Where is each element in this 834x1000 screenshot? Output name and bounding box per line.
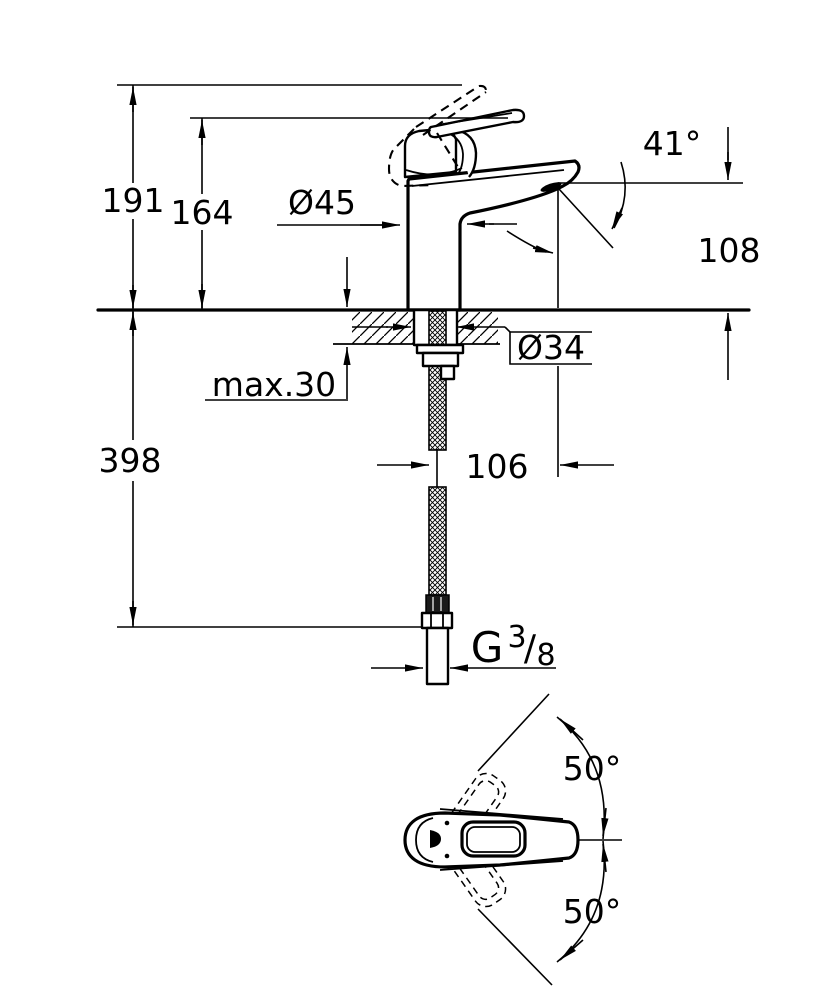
detail-dot-top	[444, 820, 450, 826]
dim-thread-label: G 3 / 8	[471, 620, 556, 673]
dim-spout-projection-label: 106	[466, 447, 529, 486]
thread-numerator: 3	[507, 620, 526, 655]
hose-fitting	[439, 364, 456, 381]
connector-tube	[425, 626, 450, 686]
logo-notch	[430, 830, 441, 848]
hose-collar	[425, 594, 450, 614]
dim-hose-length-label: 398	[99, 441, 162, 480]
thread-slash: /	[524, 628, 537, 669]
braided-hose-upper	[428, 310, 447, 451]
lever-raised-dashed	[387, 84, 488, 188]
dim-body-diameter-label: Ø45	[288, 183, 356, 222]
thread-letter: G	[471, 623, 504, 672]
mounting-nut	[421, 351, 460, 368]
dim-deck-thickness-label: max.30	[212, 365, 336, 404]
dim-swivel-upper-label: 50°	[563, 749, 622, 788]
faucet-body-outline	[406, 159, 581, 312]
dim-aerator-angle-label: 41°	[643, 124, 702, 163]
dimensions-side-view: 191 164 398 Ø45 41° 108	[99, 84, 761, 673]
side-view-figure	[387, 84, 581, 312]
dim-hole-diameter-label: Ø34	[517, 328, 585, 367]
connector-hex-nut	[420, 611, 454, 630]
supply-hose	[412, 308, 465, 686]
braided-hose-lower	[428, 486, 447, 596]
deck-hatch-right	[457, 312, 498, 344]
top-view-figure	[403, 772, 580, 908]
dim-total-height-label: 191	[102, 181, 165, 220]
detail-dot-bottom	[444, 853, 450, 859]
dimensions-top-view: 50° 50°	[477, 693, 622, 986]
dim-lever-height-label: 164	[171, 193, 234, 232]
deck-hatch-left	[352, 312, 414, 344]
dim-spout-height-label: 108	[698, 231, 761, 270]
aerator-icon	[540, 182, 562, 192]
thread-denominator: 8	[536, 638, 555, 673]
top-view-lever	[460, 820, 527, 858]
dim-swivel-lower-label: 50°	[563, 892, 622, 931]
